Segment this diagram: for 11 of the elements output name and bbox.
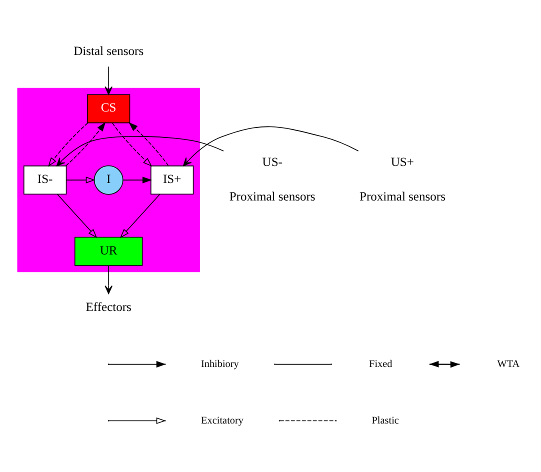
node-text: Distal sensors: [74, 44, 144, 58]
node-text: US-: [262, 154, 282, 168]
legend-label: Excitatory: [201, 414, 244, 426]
node-label: Proximal sensors: [229, 188, 316, 203]
node-text: Effectors: [86, 299, 132, 314]
node-label: Proximal sensors: [359, 188, 446, 203]
legend-label: WTA: [497, 358, 520, 370]
legend-label: Fixed: [369, 358, 392, 370]
legend-label: Plastic: [372, 414, 399, 426]
legend-label: Inhibiory: [200, 358, 239, 370]
node-text: US+: [390, 154, 414, 168]
